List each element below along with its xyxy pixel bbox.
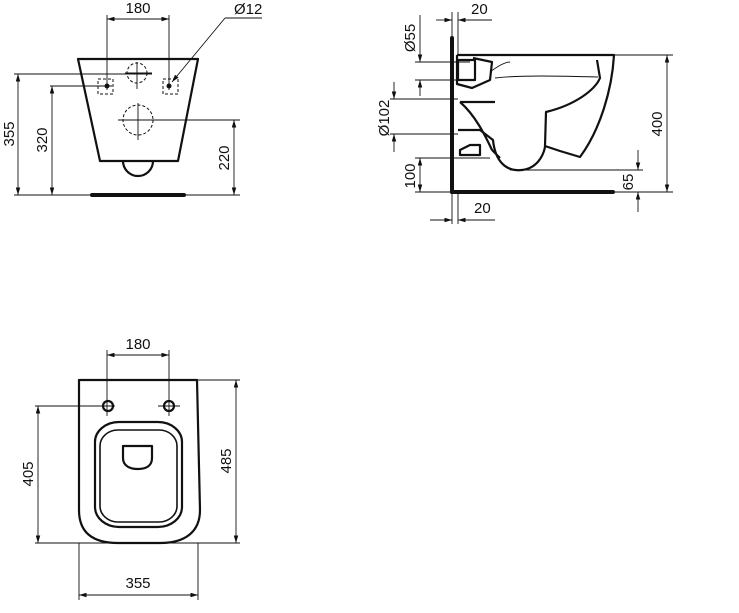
dim-180-top: 180 [125,336,150,353]
dim-100: 100 [402,163,419,188]
seat-outer [93,420,184,529]
seat-inner [99,429,178,523]
dim-355-top: 355 [125,575,150,592]
siphon-outline [121,160,155,178]
bowl-profile [455,53,616,172]
dim-355-front: 355 [1,121,18,146]
dim-180-front: 180 [125,0,150,17]
dim-485: 485 [218,448,235,473]
top-view: 180 485 405 355 [20,336,240,600]
bolt-plate-left [97,78,114,95]
bowl-outline [76,57,200,163]
dim-20-top: 20 [471,1,488,18]
dim-405: 405 [20,461,37,486]
side-view: 20 Ø55 Ø102 100 65 400 20 [376,1,673,224]
dim-20-bottom: 20 [474,200,491,217]
dim-220: 220 [216,145,233,170]
dim-65: 65 [620,174,637,191]
dim-320: 320 [34,127,51,152]
bolt-plate-right [162,78,179,95]
lid-cutout [121,444,154,471]
dim-diameter-12: Ø12 [234,1,262,18]
dim-diameter-55: Ø55 [402,24,419,52]
dim-diameter-102: Ø102 [376,100,393,137]
front-view: 180 Ø12 355 320 220 [1,0,262,197]
dim-400: 400 [649,111,666,136]
